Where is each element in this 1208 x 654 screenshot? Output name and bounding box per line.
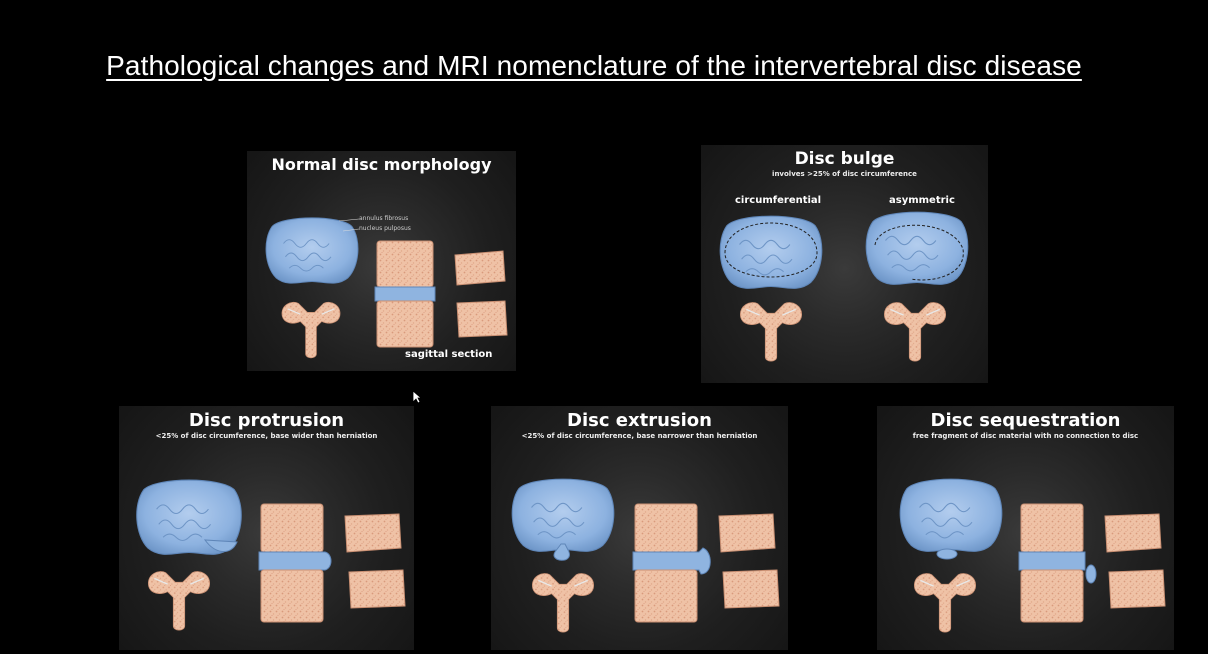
bulge-title: Disc bulge [794, 149, 895, 169]
extrusion-subtitle: <25% of disc circumference, base narrowe… [521, 432, 758, 440]
normal-disc-panel: Normal disc morphology annulus fibrosus … [247, 151, 516, 371]
disc-bulge-panel: Disc bulge involves >25% of disc circumf… [701, 145, 988, 383]
bulge-subtitle: involves >25% of disc circumference [772, 170, 917, 178]
annulus-label: annulus fibrosus [359, 215, 409, 222]
disc-extrusion-illustration [511, 478, 780, 633]
protrusion-title: Disc protrusion [188, 410, 345, 431]
sequestration-subtitle: free fragment of disc material with no c… [912, 432, 1139, 440]
disc-protrusion-panel: Disc protrusion <25% of disc circumferen… [119, 406, 414, 650]
mouse-cursor-icon [412, 390, 422, 404]
disc-bulge-illustration [719, 211, 969, 362]
normal-disc-illustration [265, 217, 508, 359]
disc-extrusion-panel: Disc extrusion <25% of disc circumferenc… [491, 406, 788, 650]
nucleus-label: nucleus pulposus [359, 225, 411, 232]
extrusion-title: Disc extrusion [567, 410, 712, 431]
sagittal-section-label: sagittal section [405, 349, 493, 360]
sequestration-title: Disc sequestration [930, 410, 1121, 431]
asymmetric-label: asymmetric [889, 195, 955, 206]
protrusion-subtitle: <25% of disc circumference, base wider t… [155, 432, 378, 440]
normal-title: Normal disc morphology [271, 155, 492, 174]
slide-title: Pathological changes and MRI nomenclatur… [106, 50, 1082, 81]
disc-protrusion-illustration [136, 479, 406, 631]
disc-sequestration-panel: Disc sequestration free fragment of disc… [877, 406, 1174, 650]
disc-sequestration-illustration [899, 478, 1166, 633]
circumferential-label: circumferential [735, 195, 822, 206]
